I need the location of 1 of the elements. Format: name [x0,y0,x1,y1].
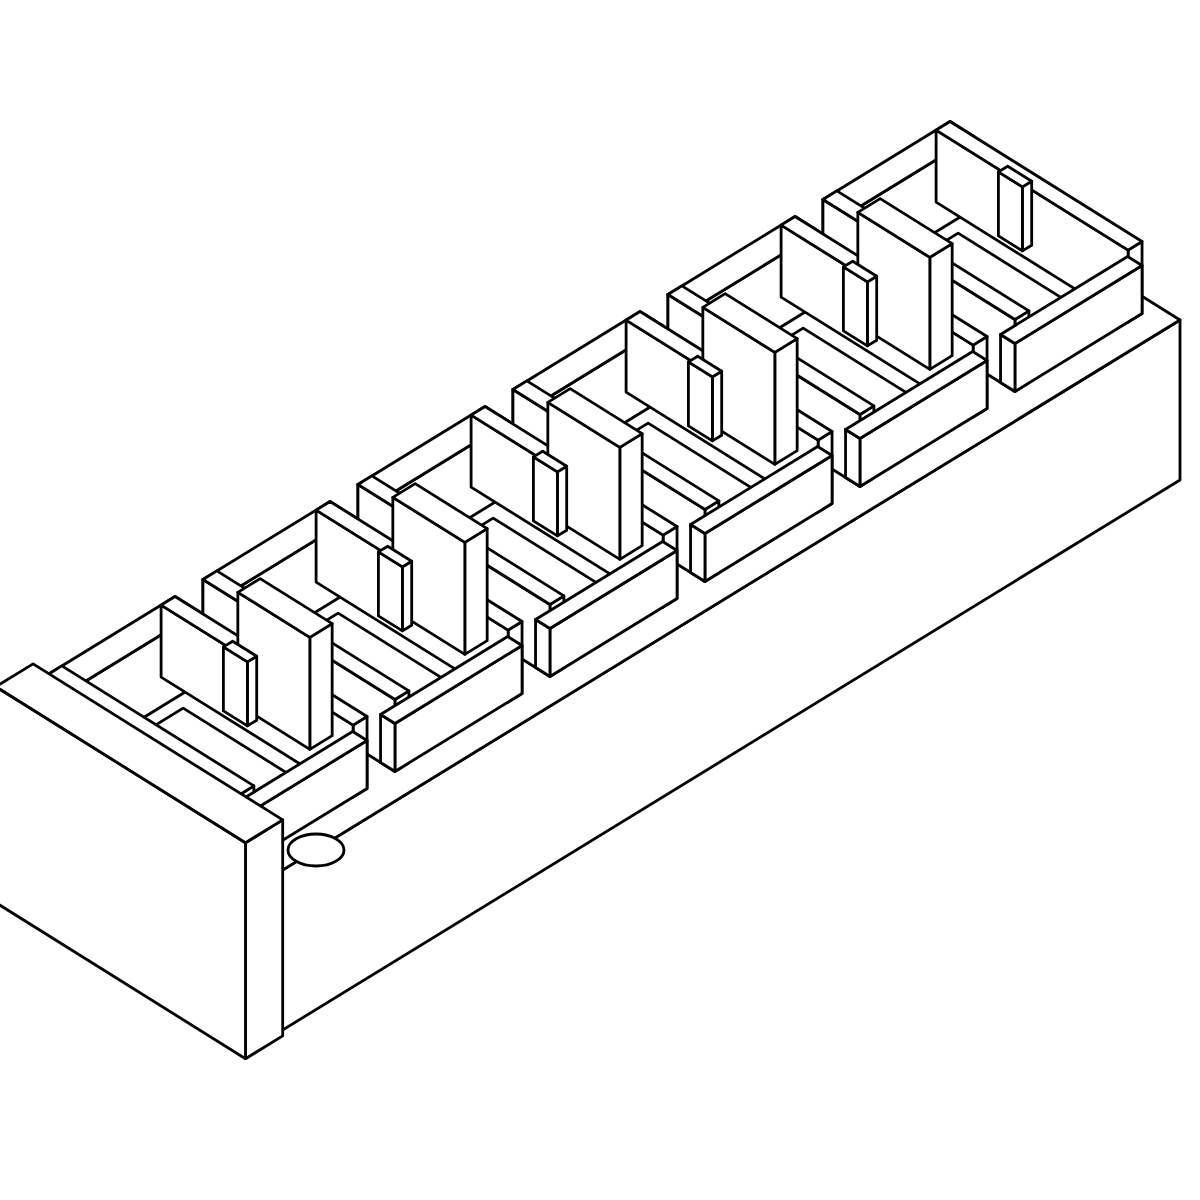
spacer-bar-drawing [0,120,1182,1061]
